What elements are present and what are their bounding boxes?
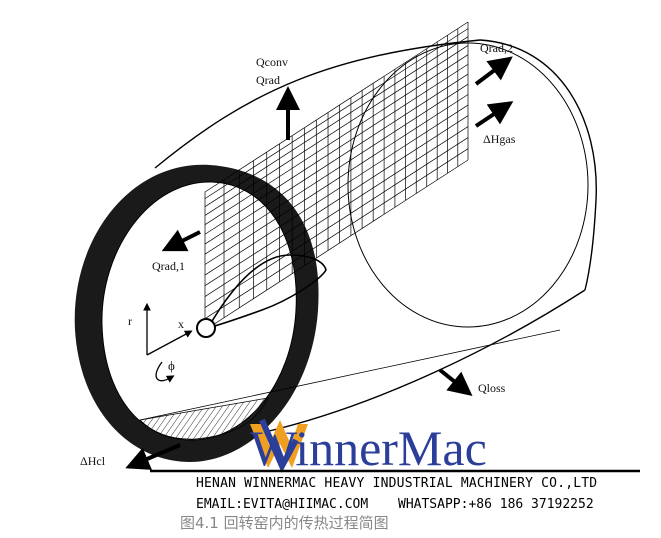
heat-flow-arrows bbox=[125, 56, 514, 470]
grid-row-line bbox=[204, 148, 469, 320]
phi-arrow bbox=[155, 361, 175, 383]
grid-row-line bbox=[204, 21, 469, 193]
qconv-label: Qconv bbox=[256, 55, 288, 69]
qrad-label: Qrad bbox=[256, 73, 280, 87]
contact-email: EMAIL:EVITA@HIIMAC.COM bbox=[196, 497, 369, 512]
cylinder-bottom-edge bbox=[264, 289, 586, 433]
dhcl-arrow bbox=[125, 443, 181, 470]
grid-row-line bbox=[204, 94, 469, 265]
r-axis-label: r bbox=[128, 314, 132, 328]
logo-w-blue bbox=[259, 418, 299, 473]
qrad1-label: Qrad,1 bbox=[152, 259, 185, 273]
solid-bed-hatch bbox=[139, 397, 269, 440]
grid-row-line bbox=[204, 159, 469, 331]
grid-row-line bbox=[204, 28, 469, 199]
cylinder-top-edge bbox=[154, 39, 481, 169]
dhgas-label: ΔHgas bbox=[483, 132, 516, 146]
computational-grid-plane bbox=[204, 21, 469, 331]
bed-surface-line bbox=[139, 329, 561, 421]
qloss-arrow bbox=[438, 368, 473, 396]
company-name: HENAN WINNERMAC HEAVY INDUSTRIAL MACHINE… bbox=[196, 476, 598, 491]
phi-label: ϕ bbox=[168, 358, 175, 373]
flame-contour bbox=[206, 254, 327, 330]
qrad2-label: Qrad,2 bbox=[480, 41, 513, 55]
grid-row-line bbox=[204, 115, 469, 287]
logo-text: WinnerMac bbox=[250, 420, 487, 476]
grid-row-line bbox=[204, 104, 469, 276]
qrad2-arrow bbox=[474, 56, 513, 86]
grid-row-line bbox=[204, 63, 469, 235]
x-axis-arrow bbox=[146, 330, 193, 356]
burner-nozzle bbox=[196, 318, 216, 338]
grid-row-line bbox=[204, 36, 469, 208]
dhgas-arrow bbox=[474, 101, 514, 128]
dhcl-label: ΔHcl bbox=[80, 454, 106, 468]
grid-row-line bbox=[204, 45, 469, 216]
qrad1-arrow bbox=[161, 229, 201, 252]
winnermac-logo: WinnerMac bbox=[250, 418, 487, 476]
contact-whatsapp: WHATSAPP:+86 186 37192252 bbox=[398, 497, 594, 512]
grid-row-line bbox=[204, 126, 469, 297]
grid-row-line bbox=[204, 83, 469, 255]
x-axis-label: x bbox=[178, 317, 184, 331]
figure-caption: 图4.1 回转窑内的传热过程简图 bbox=[180, 514, 389, 532]
grid-row-line bbox=[204, 73, 469, 245]
grid-row-line bbox=[204, 54, 469, 225]
cylinder-far-rim bbox=[479, 39, 597, 291]
grid-row-line bbox=[204, 137, 469, 308]
qloss-label: Qloss bbox=[478, 381, 506, 395]
